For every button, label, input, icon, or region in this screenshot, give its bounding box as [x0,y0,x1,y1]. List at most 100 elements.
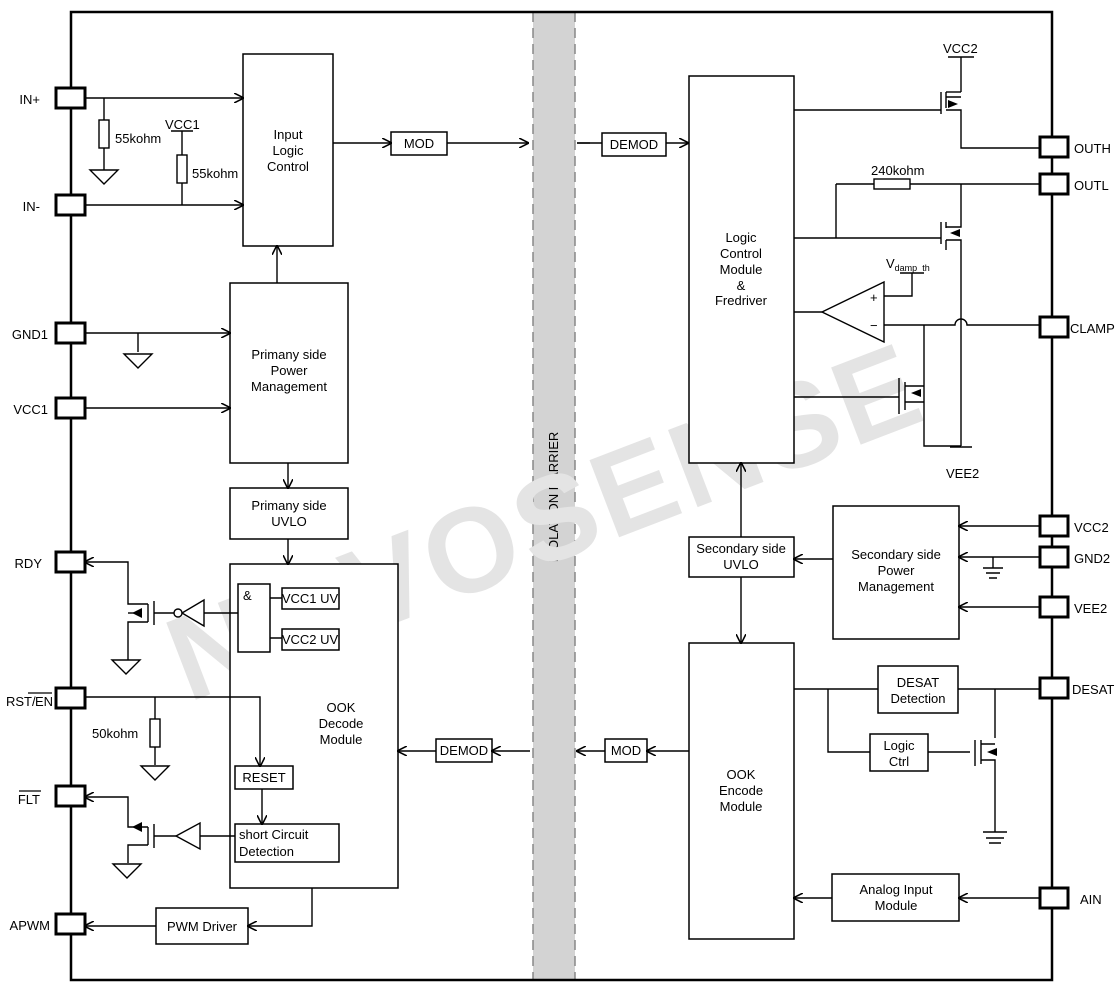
svg-text:Encode: Encode [719,783,763,798]
svg-text:&: & [737,278,746,293]
analog-input-module-block: Analog Input Module [831,873,960,922]
package-outline [69,10,1054,982]
svg-text:Input: Input [274,127,303,142]
secondary-power-management-block: Secondary side Power Management [832,505,960,640]
svg-text:DESAT: DESAT [1072,682,1114,697]
svg-text:VCC2 UV: VCC2 UV [282,632,339,647]
svg-text:Primany side: Primany side [251,498,326,513]
vee2-bottom-label: VEE2 [946,466,979,481]
barrier-label: ISOLATION DARRIER [546,432,561,563]
svg-text:UVLO: UVLO [723,557,758,572]
vclamp-label: Vdamp_th [886,256,930,273]
svg-text:Module: Module [720,262,763,277]
svg-text:Management: Management [251,379,327,394]
svg-text:Management: Management [858,579,934,594]
svg-text:Detection: Detection [239,844,294,859]
resistor-label-outl: 240kohm [871,163,924,178]
svg-text:DEMOD: DEMOD [440,743,488,758]
svg-text:Module: Module [720,799,763,814]
pin-ain: AIN [1038,886,1102,910]
resistor-label-rst: 50kohm [92,726,138,741]
svg-text:Analog Input: Analog Input [859,882,932,897]
svg-text:Primany side: Primany side [251,347,326,362]
svg-text:GND1: GND1 [12,327,48,342]
svg-text:IN+: IN+ [19,92,40,107]
svg-text:Decode: Decode [319,716,364,731]
pin-vcc1: VCC1 [13,396,87,420]
pin-gnd1: GND1 [12,321,87,345]
svg-text:VEE2: VEE2 [1074,601,1107,616]
resistor-label-2: 55kohm [192,166,238,181]
svg-text:VCC1: VCC1 [13,402,48,417]
svg-text:Logic: Logic [883,738,915,753]
svg-text:UVLO: UVLO [271,514,306,529]
pin-in-plus: IN+ [19,86,87,110]
svg-text:OOK: OOK [327,700,356,715]
svg-text:APWM: APWM [10,918,50,933]
vcc2-uv-block: VCC2 UV [281,628,340,651]
svg-text:Control: Control [267,159,309,174]
svg-text:CLAMP: CLAMP [1070,321,1115,336]
pin-rdy: RDY [15,550,87,574]
primary-uvlo-block: Primany side UVLO [229,487,349,540]
and-gate: & [237,583,271,653]
pin-flt: FLT [18,784,87,808]
mod-block-right: MOD [604,738,648,763]
opamp-minus: − [870,318,878,333]
pin-gnd2: GND2 [1038,545,1110,569]
mod-block-left: MOD [390,131,448,156]
svg-text:RST/: RST/ [6,694,36,709]
demod-block-right: DEMOD [601,132,667,157]
svg-text:AIN: AIN [1080,892,1102,907]
svg-text:MOD: MOD [404,136,434,151]
svg-text:Module: Module [320,732,363,747]
pin-vee2: VEE2 [1038,595,1107,619]
svg-text:MOD: MOD [611,743,641,758]
isolation-barrier [533,12,575,980]
left-wiring [85,98,530,926]
reset-block: RESET [234,765,294,790]
demod-block-left: DEMOD [435,738,493,763]
pin-outl: OUTL [1038,172,1109,196]
pin-apwm: APWM [10,912,87,936]
svg-text:Power: Power [878,563,916,578]
vcc1-uv-block: VCC1 UV [281,587,340,610]
svg-text:Logic: Logic [725,230,757,245]
ook-encode-block: OOK Encode Module [688,642,795,940]
svg-text:RESET: RESET [242,770,285,785]
svg-text:OUTH: OUTH [1074,141,1111,156]
svg-text:Fredriver: Fredriver [715,293,768,308]
pin-clamp: CLAMP [1038,315,1115,339]
svg-text:EN: EN [35,694,53,709]
pin-desat: DESAT [1038,676,1114,700]
svg-text:Secondary side: Secondary side [851,547,941,562]
pwm-driver-block: PWM Driver [155,907,249,945]
right-wiring [577,56,1040,898]
vcc2-top-label: VCC2 [943,41,978,56]
svg-text:GND2: GND2 [1074,551,1110,566]
svg-text:VCC2: VCC2 [1074,520,1109,535]
svg-text:Module: Module [875,898,918,913]
logic-control-module-block: Logic Control Module & Fredriver [688,75,795,464]
svg-text:short Circuit: short Circuit [239,827,309,842]
secondary-uvlo-block: Secondary side UVLO [688,536,795,578]
svg-text:FLT: FLT [18,792,40,807]
svg-text:PWM Driver: PWM Driver [167,919,238,934]
logic-ctrl-block: Logic Ctrl [869,733,929,772]
svg-text:RDY: RDY [15,556,43,571]
svg-text:Logic: Logic [272,143,304,158]
desat-detection-block: DESAT Detection [877,665,959,714]
svg-text:IN-: IN- [23,199,40,214]
svg-text:OUTL: OUTL [1074,178,1109,193]
svg-text:Ctrl: Ctrl [889,754,909,769]
svg-text:Secondary side: Secondary side [696,541,786,556]
svg-text:DESAT: DESAT [897,675,939,690]
vcc1-rail-label: VCC1 [165,117,200,132]
svg-text:Power: Power [271,363,309,378]
primary-power-management-block: Primany side Power Management [229,282,349,464]
short-circuit-detection-block: short Circuit Detection [234,823,340,863]
svg-text:&: & [243,588,252,603]
svg-text:Detection: Detection [891,691,946,706]
opamp-plus: + [870,290,878,305]
